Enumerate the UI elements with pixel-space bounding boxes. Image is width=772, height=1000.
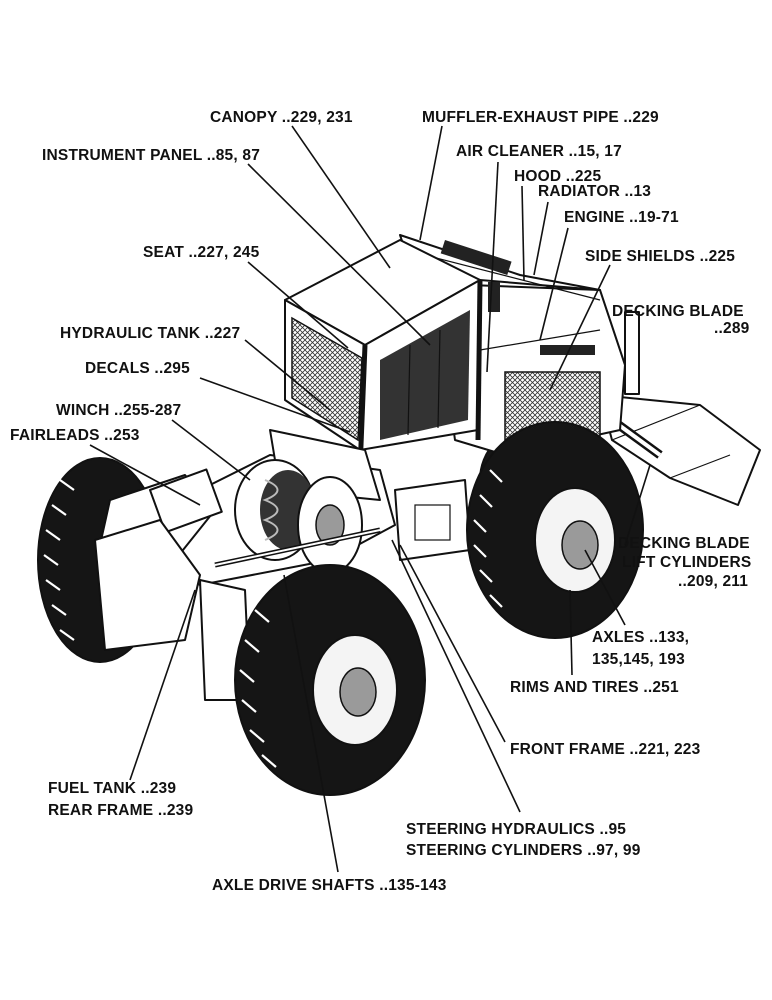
leader-seat — [247, 261, 349, 349]
skidder-illustration — [37, 234, 761, 796]
leader-fairleads — [89, 444, 201, 506]
leader-engine — [539, 227, 569, 341]
leader-front-frame — [399, 544, 506, 743]
part-labels: CANOPY ..229, 231 MUFFLER-EXHAUST PIPE .… — [10, 109, 751, 894]
label-decking-blade: DECKING BLADE — [612, 303, 744, 320]
leader-radiator — [533, 201, 549, 276]
label-steering-hydraulics: STEERING HYDRAULICS ..95 — [406, 821, 626, 838]
label-hydraulic-tank: HYDRAULIC TANK ..227 — [60, 325, 240, 342]
leader-lines — [89, 125, 651, 873]
label-air-cleaner: AIR CLEANER ..15, 17 — [456, 143, 622, 160]
leader-axle-drive-shafts — [283, 574, 339, 873]
label-side-shields: SIDE SHIELDS ..225 — [585, 248, 735, 265]
label-fuel-tank: FUEL TANK ..239 — [48, 780, 176, 797]
label-steering-cylinders: STEERING CYLINDERS ..97, 99 — [406, 842, 641, 859]
leader-air-cleaner — [486, 161, 499, 373]
front-left-wheel — [466, 421, 644, 639]
label-instrument-panel: INSTRUMENT PANEL ..85, 87 — [42, 147, 260, 164]
winch — [234, 459, 363, 574]
label-canopy: CANOPY ..229, 231 — [210, 109, 353, 126]
label-decals: DECALS ..295 — [85, 360, 190, 377]
label-lift-cylinders-3: ..209, 211 — [678, 573, 748, 590]
leader-hood — [521, 185, 525, 281]
leader-rims-tires — [569, 589, 573, 676]
label-rear-frame: REAR FRAME ..239 — [48, 802, 193, 819]
rear-left-wheel — [234, 564, 426, 796]
decking-blade — [599, 311, 761, 506]
leader-steering-hydraulics — [391, 539, 521, 813]
label-hood: HOOD ..225 — [514, 168, 601, 185]
leader-instrument-panel — [247, 163, 431, 346]
label-rims-tires: RIMS AND TIRES ..251 — [510, 679, 679, 696]
label-axle-drive-shafts: AXLE DRIVE SHAFTS ..135-143 — [212, 877, 447, 894]
label-seat: SEAT ..227, 245 — [143, 244, 260, 261]
front-frame — [394, 479, 471, 561]
label-axles-1: AXLES ..133, — [592, 629, 689, 646]
label-decking-blade-ref: ..289 — [714, 320, 750, 337]
leader-side-shields — [549, 264, 611, 391]
leader-winch — [171, 419, 251, 481]
label-axles-2: 135,145, 193 — [592, 651, 685, 668]
label-lift-cylinders-1: DECKING BLADE — [618, 535, 750, 552]
leader-lift-cylinders — [624, 464, 651, 546]
leader-fuel-tank — [129, 589, 196, 781]
drive-shaft — [214, 527, 381, 568]
leader-hydraulic-tank — [244, 339, 331, 411]
label-winch: WINCH ..255-287 — [56, 402, 181, 419]
label-front-frame: FRONT FRAME ..221, 223 — [510, 741, 701, 758]
leader-muffler — [419, 125, 443, 241]
leader-decals — [199, 377, 351, 433]
label-lift-cylinders-2: LIFT CYLINDERS — [622, 554, 751, 571]
leader-axles — [584, 549, 626, 626]
label-radiator: RADIATOR ..13 — [538, 183, 651, 200]
leader-canopy — [291, 125, 391, 269]
label-muffler: MUFFLER-EXHAUST PIPE ..229 — [422, 109, 659, 126]
label-engine: ENGINE ..19-71 — [564, 209, 679, 226]
label-fairleads: FAIRLEADS ..253 — [10, 427, 140, 444]
cab — [284, 239, 483, 471]
